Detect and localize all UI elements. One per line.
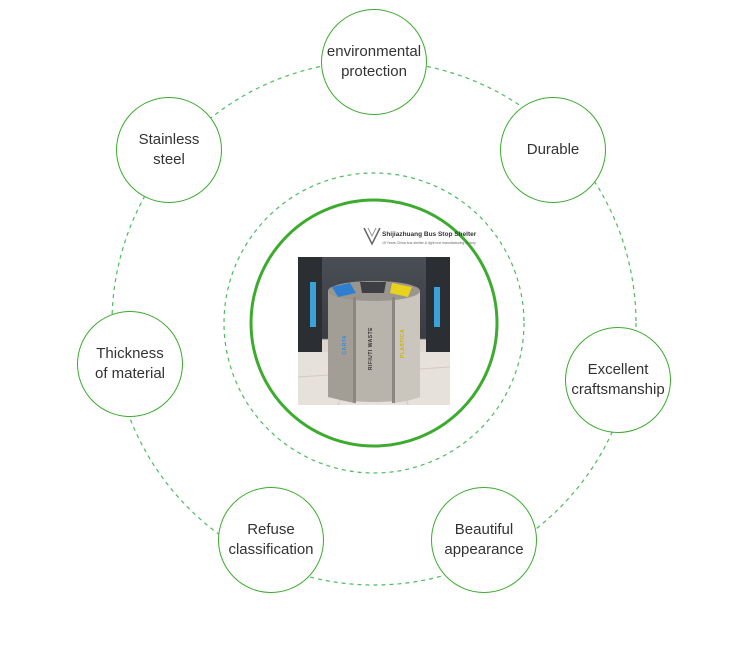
node-thickness-of-material: Thickness of material xyxy=(77,311,183,417)
logo-subtext: 15 Years China bus shelter & light box m… xyxy=(382,241,476,245)
node-label: Stainless steel xyxy=(138,131,200,168)
node-label: Refuse classification xyxy=(228,521,314,558)
bin-label-plastic: PLASTICA xyxy=(400,329,406,358)
inner-dashed-ring xyxy=(223,172,525,474)
waste-bin-illustration xyxy=(298,257,450,405)
bin-label-paper: CARTA xyxy=(342,335,348,355)
node-label: Excellent craftsmanship xyxy=(571,361,665,398)
node-environmental-protection: environmental protection xyxy=(321,9,427,115)
node-excellent-craftsmanship: Excellent craftsmanship xyxy=(565,327,671,433)
node-label: environmental protection xyxy=(326,43,422,80)
brand-logo: Shijiazhuang Bus Stop Shelter 15 Years C… xyxy=(362,224,476,254)
logo-mark-icon xyxy=(363,227,381,246)
node-label: Thickness of material xyxy=(94,345,166,382)
node-label: Durable xyxy=(526,141,580,158)
node-beautiful-appearance: Beautiful appearance xyxy=(431,487,537,593)
bin-label-waste: RIFIUTI WASTE xyxy=(368,327,374,371)
node-durable: Durable xyxy=(500,97,606,203)
node-refuse-classification: Refuse classification xyxy=(218,487,324,593)
logo-text: Shijiazhuang Bus Stop Shelter xyxy=(382,231,477,238)
node-label: Beautiful appearance xyxy=(444,521,524,558)
node-stainless-steel: Stainless steel xyxy=(116,97,222,203)
waste-bin-photo: CARTA RIFIUTI WASTE PLASTICA xyxy=(298,257,450,405)
